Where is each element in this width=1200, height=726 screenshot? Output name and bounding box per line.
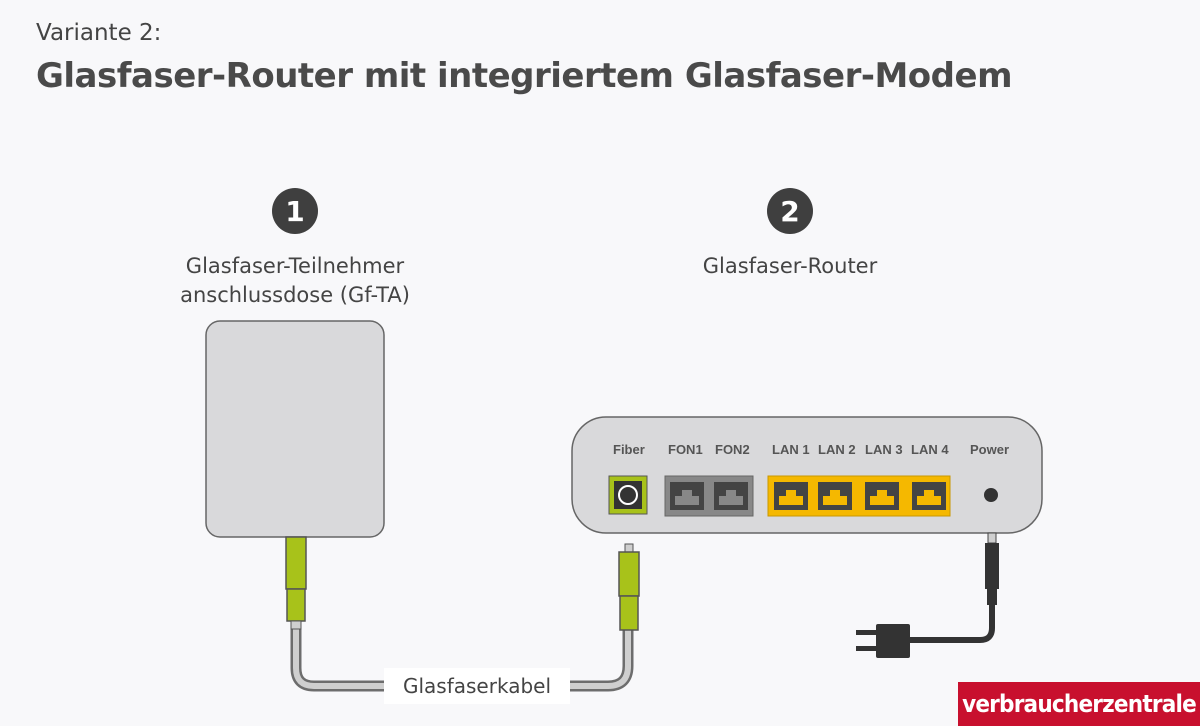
port-label-lan4: LAN 4 [911,442,949,457]
gf-ta-box [205,320,385,538]
gf-ta-fiber-connector [285,536,307,630]
gf-ta-label: Glasfaser-Teilnehmer anschlussdose (Gf-T… [150,252,440,310]
router-fiber-connector [618,543,640,631]
port-label-fiber: Fiber [613,442,645,457]
port-label-power: Power [970,442,1010,457]
device-1-badge: 1 [272,188,318,234]
port-label-lan1: LAN 1 [772,442,810,457]
power-socket [984,488,998,502]
gf-ta-label-line2: anschlussdose (Gf-TA) [180,283,410,307]
gf-ta-label-line1: Glasfaser-Teilnehmer [185,254,405,278]
brand-logo: verbraucherzentrale [958,682,1200,726]
port-label-lan3: LAN 3 [865,442,903,457]
port-label-fon2: FON2 [715,442,750,457]
router-label: Glasfaser-Router [702,254,878,278]
power-cable [856,532,999,658]
variant-subtitle: Variante 2: [36,20,162,46]
device-2-badge: 2 [767,188,813,234]
port-label-lan2: LAN 2 [818,442,856,457]
cable-label: Glasfaserkabel [384,668,570,704]
page-title: Glasfaser-Router mit integriertem Glasfa… [36,56,1013,96]
port-label-fon1: FON1 [668,442,703,457]
